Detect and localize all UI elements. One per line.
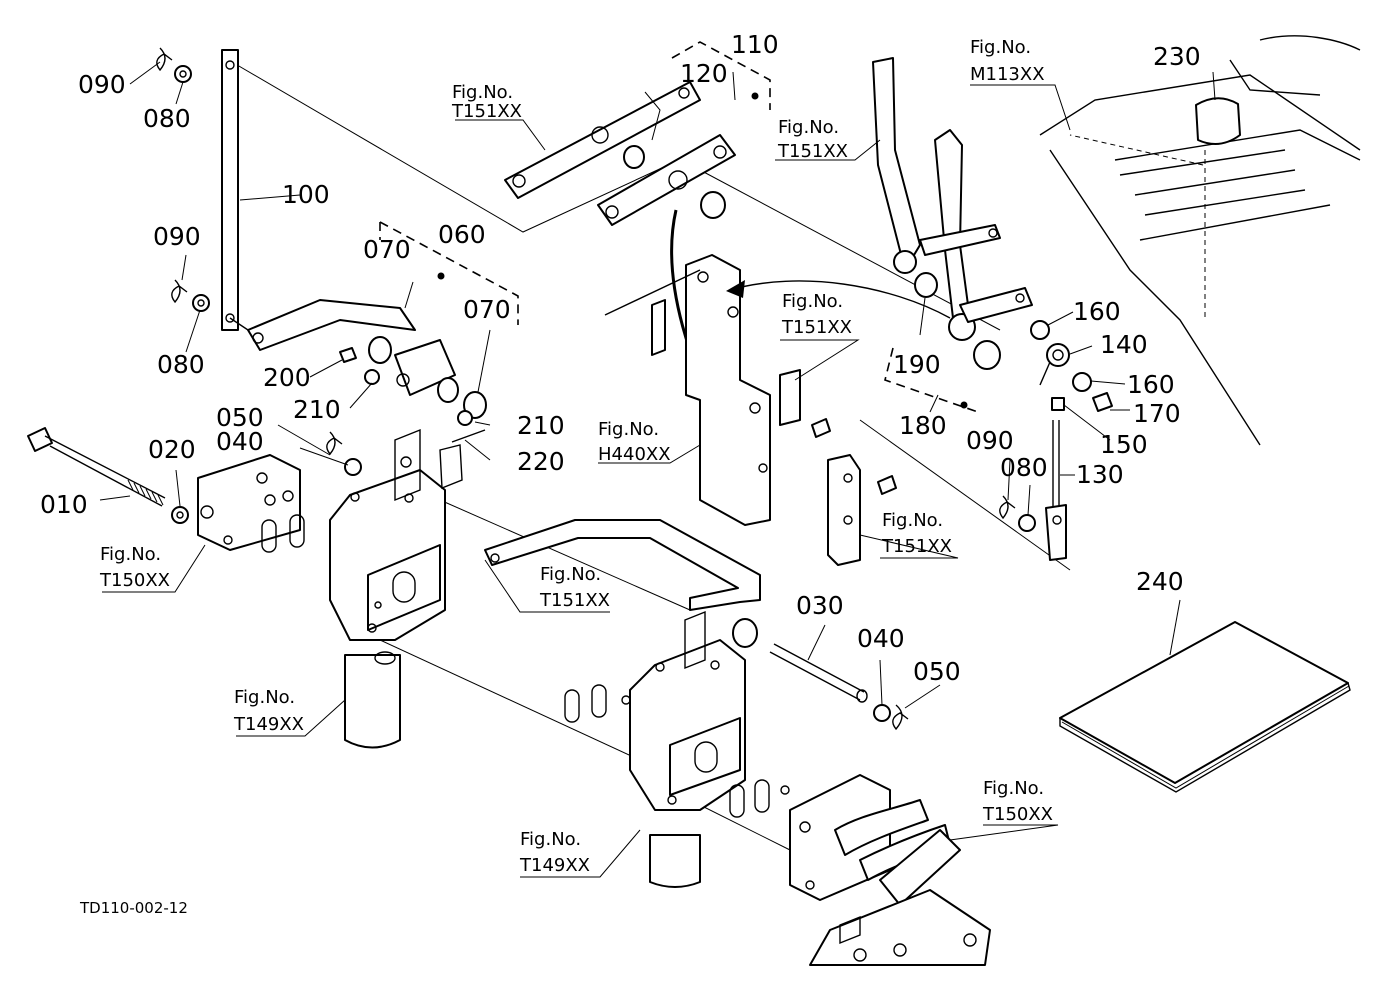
part-label: 240 — [1136, 567, 1184, 596]
part-label: 190 — [893, 350, 941, 379]
bolt-010 — [27, 427, 166, 507]
svg-text:Fig.No.: Fig.No. — [782, 291, 843, 312]
part-label: 070 — [463, 295, 511, 324]
part-label: 160 — [1127, 370, 1175, 399]
valve-left — [329, 428, 446, 749]
fig-ref: Fig.No. T151XX — [781, 291, 852, 338]
part-label: 090 — [78, 70, 126, 99]
svg-text:T151XX: T151XX — [881, 536, 952, 557]
svg-text:Fig.No.: Fig.No. — [100, 544, 161, 565]
fig-ref: Fig.No. T151XX — [881, 510, 952, 557]
part-label: 050 — [913, 657, 961, 686]
svg-text:M113XX: M113XX — [970, 64, 1045, 85]
part-label: 080 — [157, 350, 205, 379]
part-label: 100 — [282, 180, 330, 209]
part-label: 090 — [966, 426, 1014, 455]
svg-text:T151XX: T151XX — [539, 590, 610, 611]
fig-ref: Fig.No. T149XX — [519, 829, 590, 876]
part-label: 070 — [363, 235, 411, 264]
svg-text:Fig.No.: Fig.No. — [598, 419, 659, 440]
part-label: 230 — [1153, 42, 1201, 71]
svg-text:Fig.No.: Fig.No. — [778, 117, 839, 138]
center-bracket — [604, 254, 861, 566]
part-label: 020 — [148, 435, 196, 464]
fig-ref: Fig.No. T151XX — [777, 117, 848, 162]
svg-text:T150XX: T150XX — [99, 570, 170, 591]
part-label: 040 — [216, 427, 264, 456]
part-label: 120 — [680, 59, 728, 88]
manual-240 — [1059, 621, 1351, 793]
part-label: 180 — [899, 411, 947, 440]
valve-center — [629, 610, 758, 888]
part-label: 200 — [263, 363, 311, 392]
svg-text:H440XX: H440XX — [598, 444, 671, 465]
svg-text:T151XX: T151XX — [777, 141, 848, 162]
fig-ref: Fig.No. T151XX — [451, 82, 522, 122]
part-label: 040 — [857, 624, 905, 653]
link-plates-110 — [504, 81, 736, 226]
svg-text:T149XX: T149XX — [519, 855, 590, 876]
rod-130 — [1045, 420, 1067, 561]
leader-lines — [99, 61, 1216, 878]
part-label: 080 — [1000, 453, 1048, 482]
part-label: 010 — [40, 490, 88, 519]
figure-references: Fig.No. T151XX Fig.No. T151XX Fig.No. M1… — [99, 37, 1053, 876]
fig-ref: Fig.No. T149XX — [233, 687, 304, 735]
svg-text:T151XX: T151XX — [781, 317, 852, 338]
part-label: 150 — [1100, 430, 1148, 459]
part-label: 140 — [1100, 330, 1148, 359]
link-bar-100 — [221, 49, 249, 331]
svg-text:Fig.No.: Fig.No. — [540, 564, 601, 585]
fig-ref: Fig.No. T150XX — [99, 544, 170, 591]
fig-ref: Fig.No. T150XX — [982, 778, 1053, 825]
svg-text:T149XX: T149XX — [233, 714, 304, 735]
part-label: 110 — [731, 30, 779, 59]
svg-text:Fig.No.: Fig.No. — [970, 37, 1031, 58]
part-label: 170 — [1133, 399, 1181, 428]
end-plate-right — [729, 774, 991, 966]
levers-180 — [872, 57, 1033, 370]
svg-text:Fig.No.: Fig.No. — [983, 778, 1044, 799]
part-callouts: 090 080 100 090 080 070 060 070 200 210 … — [40, 30, 1201, 686]
part-label: 210 — [293, 395, 341, 424]
fig-ref: Fig.No. H440XX — [598, 419, 671, 465]
part-label: 130 — [1076, 460, 1124, 489]
dashboard — [1039, 35, 1361, 446]
part-label: 220 — [517, 447, 565, 476]
svg-text:T150XX: T150XX — [982, 804, 1053, 825]
document-code: TD110-002-12 — [79, 899, 188, 917]
svg-text:Fig.No.: Fig.No. — [234, 687, 295, 708]
fig-ref: Fig.No. T151XX — [539, 564, 610, 611]
part-label: 080 — [143, 104, 191, 133]
svg-text:Fig.No.: Fig.No. — [520, 829, 581, 850]
fig-ref: Fig.No. M113XX — [970, 37, 1045, 85]
svg-text:T151XX: T151XX — [451, 101, 522, 122]
part-label: 210 — [517, 411, 565, 440]
svg-text:Fig.No.: Fig.No. — [882, 510, 943, 531]
part-label: 160 — [1073, 297, 1121, 326]
lever-bracket-060 — [247, 299, 487, 419]
svg-text:Fig.No.: Fig.No. — [452, 82, 513, 103]
part-label: 030 — [796, 591, 844, 620]
part-label: 060 — [438, 220, 486, 249]
part-label: 050 — [216, 403, 264, 432]
part-label: 090 — [153, 222, 201, 251]
drawing-artwork — [27, 35, 1361, 966]
